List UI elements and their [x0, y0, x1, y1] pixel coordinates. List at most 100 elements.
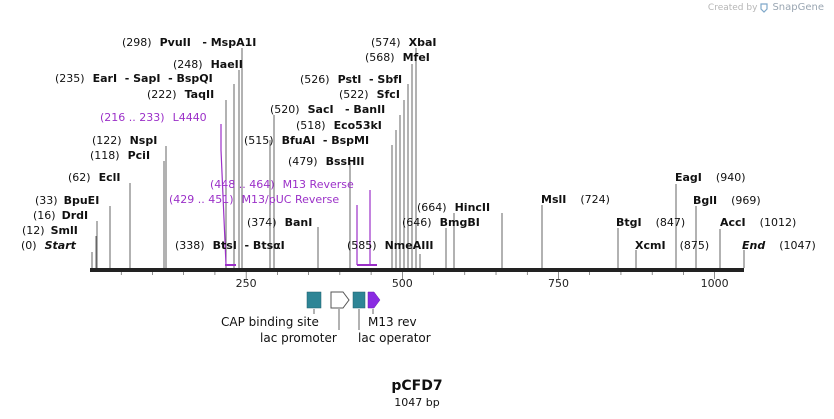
- label-drdi[interactable]: DrdI: [62, 209, 89, 222]
- svg-text:(338)BtsI - BtsαI: (338) BtsI - BtsαI: [175, 239, 285, 252]
- svg-text:(33)BpuEI: (33)BpuEI: [35, 194, 99, 207]
- plasmid-name: pCFD7: [391, 378, 443, 394]
- coord-taqii: (222): [147, 88, 177, 101]
- label-bgli[interactable]: BglI: [693, 194, 717, 207]
- svg-text:(222)TaqII: (222) TaqII: [147, 88, 214, 101]
- svg-text:(568)MfeI: (568) MfeI: [365, 51, 430, 64]
- primer-name-m13puc[interactable]: M13/pUC Reverse: [242, 193, 340, 206]
- coord-end: (1047): [779, 239, 816, 252]
- ruler-tick-label: 500: [392, 277, 413, 290]
- svg-text:AccI(1012): AccI(1012): [720, 216, 796, 229]
- svg-text:(664)HincII: (664) HincII: [417, 201, 490, 214]
- label-haeii[interactable]: HaeII: [211, 58, 243, 71]
- svg-text:End(1047): End (1047): [742, 239, 816, 252]
- primer-range-l4440: (216 .. 233): [100, 111, 165, 124]
- coord-msli: (724): [580, 193, 610, 206]
- coord-pvuii: (298): [122, 36, 152, 49]
- coord-eari: (235): [55, 72, 85, 85]
- label-nmeaiii[interactable]: NmeAIII: [385, 239, 434, 252]
- svg-text:BglI(969): BglI(969): [693, 194, 761, 207]
- coord-xbai: (574): [371, 36, 401, 49]
- coord-pcli: (118): [90, 149, 120, 162]
- feature-track: [306, 291, 381, 330]
- label-hincii[interactable]: HincII: [455, 201, 491, 214]
- label-bpuei[interactable]: BpuEI: [64, 194, 100, 207]
- label-btgi[interactable]: BtgI: [616, 216, 642, 229]
- label-nspi[interactable]: NspI: [130, 134, 158, 147]
- ruler-tick-label: 250: [236, 277, 257, 290]
- label-eagi[interactable]: EagI: [675, 171, 702, 184]
- primer-name-m13rev[interactable]: M13 Reverse: [283, 178, 354, 191]
- coord-bsshii: (479): [288, 155, 318, 168]
- coord-start: (0): [21, 239, 37, 252]
- coord-eagi: (940): [716, 171, 746, 184]
- svg-text:BtgI(847): BtgI(847): [616, 216, 685, 229]
- feature-lac-operator[interactable]: [352, 291, 366, 309]
- svg-text:(16)DrdI: (16)DrdI: [33, 209, 88, 222]
- label-sfci[interactable]: SfcI: [377, 88, 400, 101]
- svg-text:XcmI(875): XcmI(875): [635, 239, 709, 252]
- coord-ecli: (62): [68, 171, 91, 184]
- label-eari[interactable]: EarI - SapI - BspQI: [93, 72, 213, 85]
- label-mfei[interactable]: MfeI: [403, 51, 430, 64]
- svg-text:(62)EclI: (62) EclI: [68, 171, 121, 184]
- svg-text:(0)Start: (0) Start: [21, 239, 77, 252]
- label-psti[interactable]: PstI - SbfI: [338, 73, 403, 86]
- label-end[interactable]: End: [742, 239, 765, 252]
- coord-bani: (374): [247, 216, 277, 229]
- svg-text:(235)EarI - SapI - BspQI: (235) EarI - SapI - BspQI: [55, 72, 213, 85]
- svg-text:(515)BfuAI - BspMI: (515)BfuAI - BspMI: [244, 134, 369, 147]
- snapgene-credit: Created by SnapGene: [708, 2, 824, 13]
- svg-text:(248)HaeII: (248)HaeII: [173, 58, 243, 71]
- label-bmgbi[interactable]: BmgBI: [440, 216, 480, 229]
- label-smli[interactable]: SmlI: [51, 224, 78, 237]
- primer-line-l4440: [220, 124, 227, 266]
- ruler-bar: [90, 268, 744, 272]
- coord-btsi: (338): [175, 239, 205, 252]
- primer-lines: [220, 124, 377, 266]
- label-pvuii[interactable]: PvuII - MspA1I: [160, 36, 257, 49]
- label-taqii[interactable]: TaqII: [185, 88, 215, 101]
- coord-bmgbi: (646): [402, 216, 432, 229]
- label-acci[interactable]: AccI: [720, 216, 746, 229]
- svg-text:(12)SmlI: (12) SmlI: [22, 224, 78, 237]
- credit-brand: SnapGene: [772, 2, 824, 13]
- svg-text:(520)SacI - BanII: (520) SacI - BanII: [270, 103, 385, 116]
- coord-mfei: (568): [365, 51, 395, 64]
- label-btsi[interactable]: BtsI - BtsαI: [213, 239, 285, 252]
- coord-sfci: (522): [339, 88, 369, 101]
- svg-text:(298)PvuII - MspA1I: (298) PvuII - MspA1I: [122, 36, 256, 49]
- label-bani[interactable]: BanI: [285, 216, 313, 229]
- coord-nmeaiii: (585): [347, 239, 377, 252]
- ruler-tick-label: 750: [548, 277, 569, 290]
- feature-m13-rev[interactable]: [367, 291, 381, 309]
- label-ecli[interactable]: EclI: [99, 171, 121, 184]
- label-xbai[interactable]: XbaI: [409, 36, 437, 49]
- snapgene-logo-icon: [760, 2, 769, 13]
- svg-text:(216 .. 233)L4440: (216 .. 233) L4440: [100, 111, 207, 124]
- label-start[interactable]: Start: [45, 239, 77, 252]
- label-msli[interactable]: MslI: [541, 193, 566, 206]
- label-saci[interactable]: SacI - BanII: [308, 103, 386, 116]
- plasmid-length: 1047 bp: [394, 396, 440, 409]
- label-bsshii[interactable]: BssHII: [326, 155, 365, 168]
- label-xcmi[interactable]: XcmI: [635, 239, 666, 252]
- site-labels: (0) Start (12) SmlI (16)DrdI (33)BpuEI (62…: [21, 36, 816, 252]
- svg-text:EagI(940): EagI (940): [675, 171, 746, 184]
- cut-site-lines: [91, 48, 745, 268]
- feature-lac-promoter[interactable]: [330, 291, 350, 309]
- label-pcli[interactable]: PciI: [128, 149, 150, 162]
- feature-cap-binding-site[interactable]: [306, 291, 322, 309]
- coord-hincii: (664): [417, 201, 447, 214]
- svg-text:(646)BmgBI: (646) BmgBI: [402, 216, 480, 229]
- svg-text:MslI(724): MslI (724): [541, 193, 610, 206]
- svg-text:(522)SfcI: (522) SfcI: [339, 88, 400, 101]
- label-bfuai[interactable]: BfuAI - BspMI: [282, 134, 370, 147]
- svg-text:(585)NmeAIII: (585) NmeAIII: [347, 239, 434, 252]
- primer-name-l4440[interactable]: L4440: [173, 111, 207, 124]
- label-eco53ki[interactable]: Eco53kI: [334, 119, 382, 132]
- primer-range-m13rev: (448 .. 464): [210, 178, 275, 191]
- coord-saci: (520): [270, 103, 300, 116]
- coord-smli: (12): [22, 224, 45, 237]
